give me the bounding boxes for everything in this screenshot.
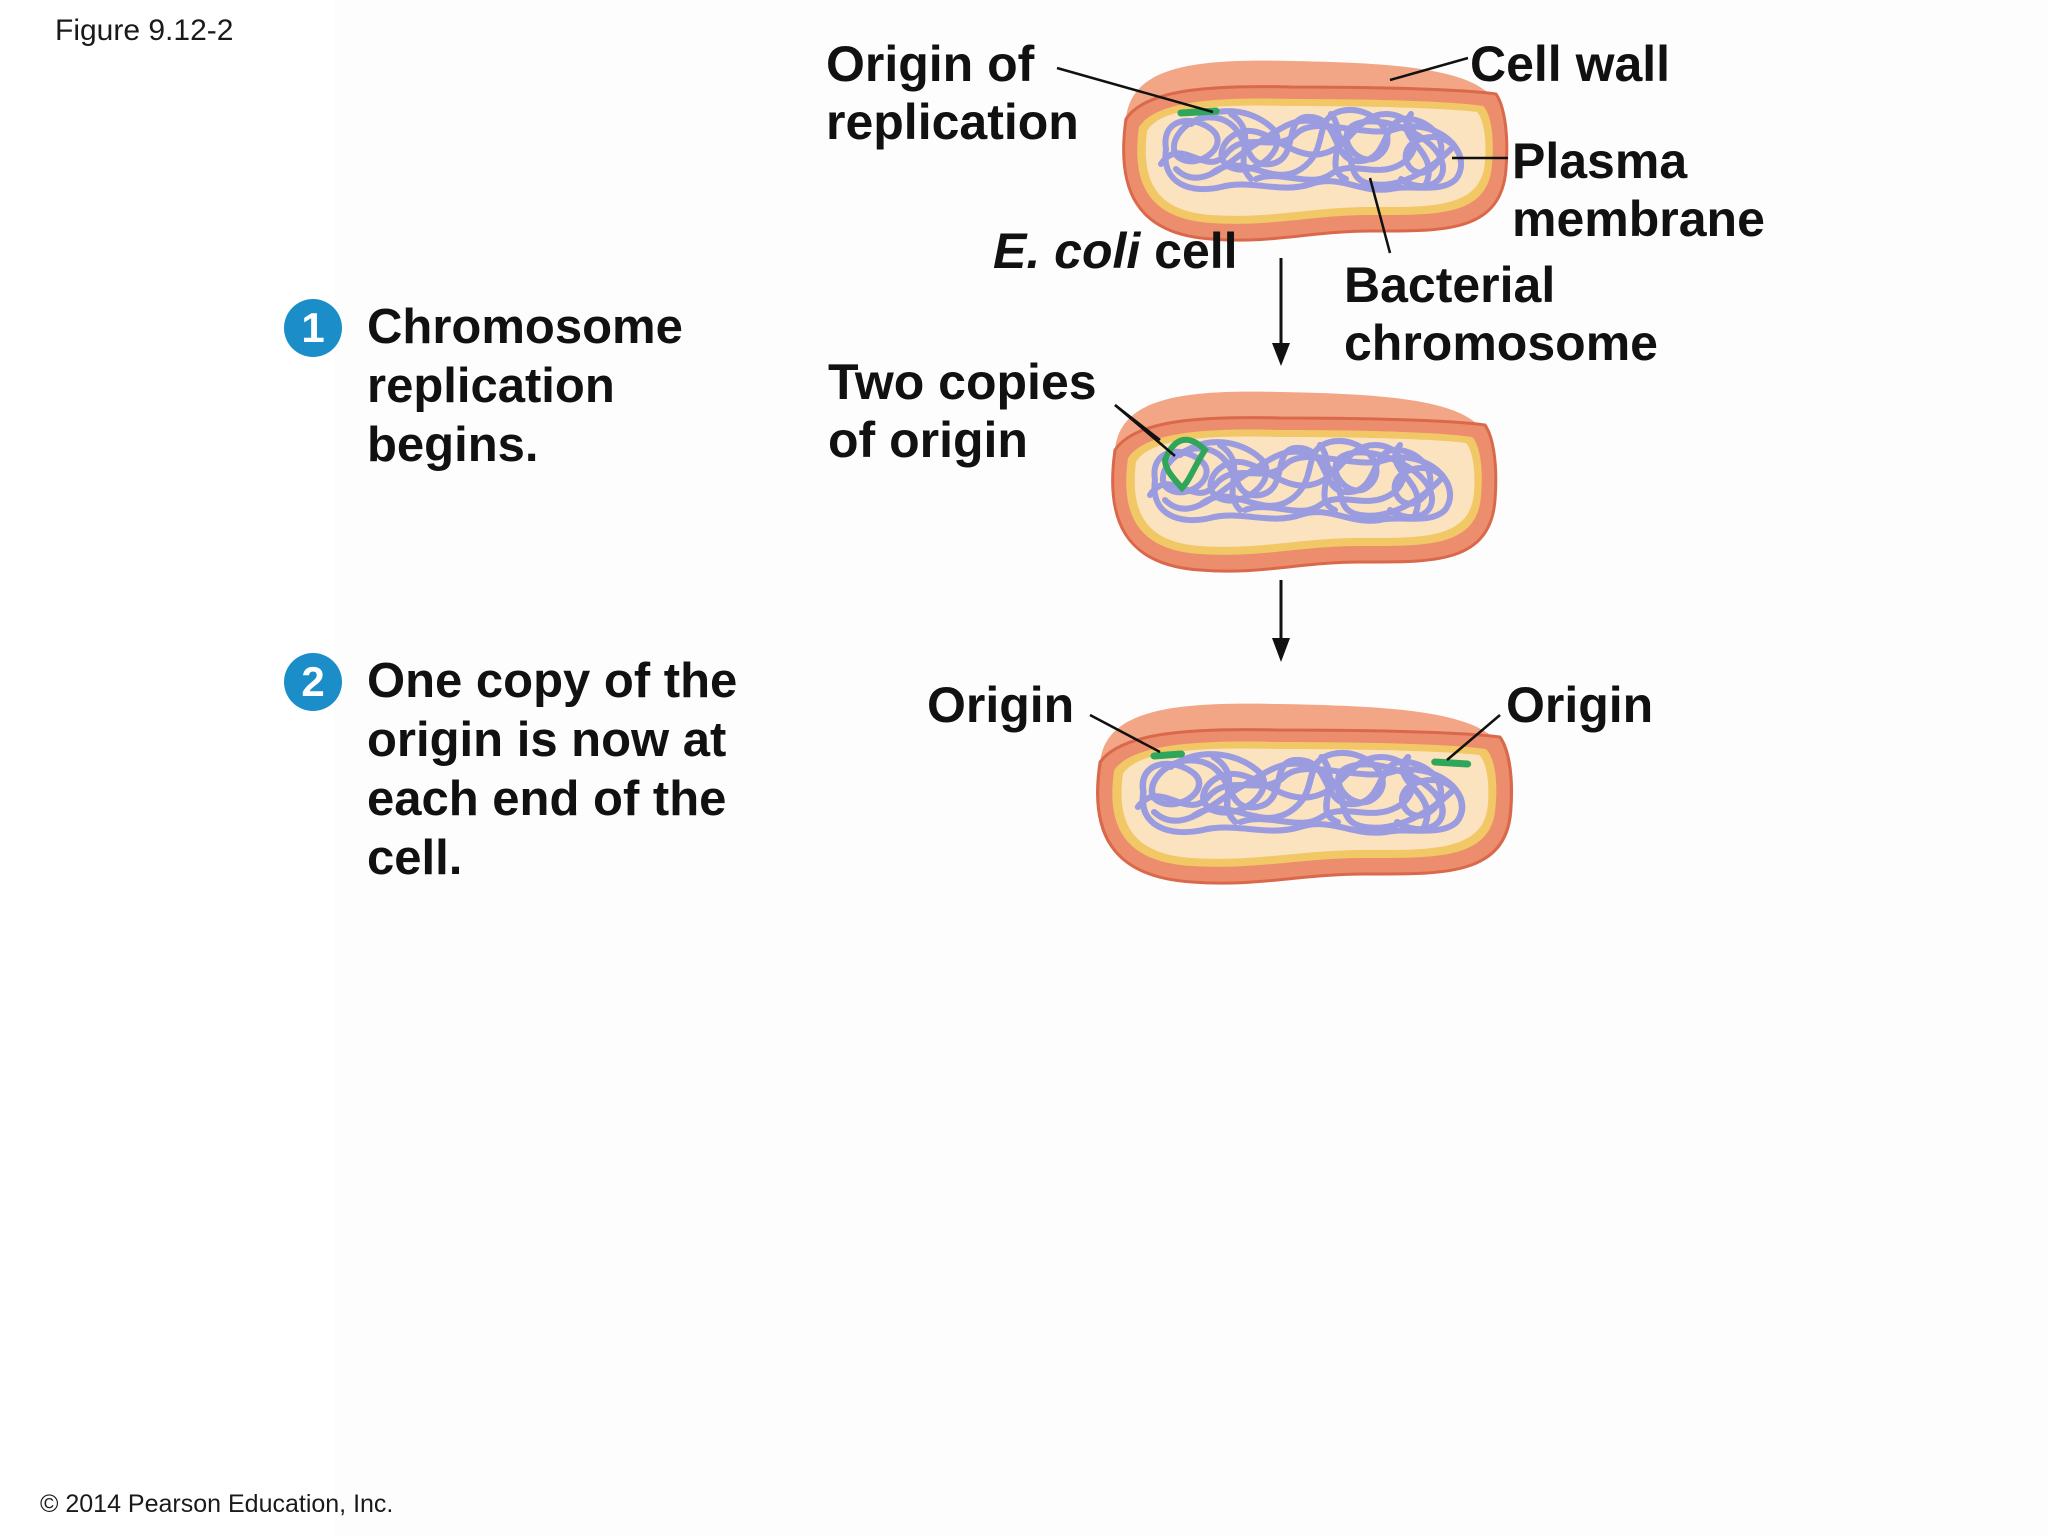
leader-two-copies-b [1114, 404, 1161, 441]
label-cell-wall: Cell wall [1470, 36, 1671, 92]
label-origin-left: Origin [927, 677, 1075, 733]
step-1-text: Chromosome replication begins. [367, 300, 683, 472]
origin-copies [1161, 436, 1209, 493]
label-bacterial-chromosome: Bacterial chromosome [1344, 257, 1658, 371]
ecoli-cell-top [1122, 59, 1509, 242]
label-origin-of-replication: Origin of replication [826, 36, 1079, 150]
arrow-down-1 [1272, 258, 1290, 366]
step-2-badge: 2 [284, 653, 342, 711]
origin-right-segment [1431, 758, 1472, 768]
label-plasma-membrane: Plasma membrane [1512, 133, 1765, 247]
leader-cell-wall [1389, 56, 1469, 82]
step-1-badge: 1 [284, 299, 342, 357]
ecoli-cell-bottom [1095, 702, 1514, 885]
leader-origin-left [1089, 713, 1161, 754]
leader-origin-right [1446, 714, 1501, 761]
arrow-down-2 [1272, 580, 1290, 662]
label-two-copies-of-origin: Two copies of origin [828, 354, 1097, 468]
leader-bacterial-chromosome [1368, 177, 1392, 254]
label-origin-right: Origin [1506, 677, 1654, 733]
figure-label: Figure 9.12-2 [55, 14, 234, 47]
origin-left-segment [1150, 750, 1185, 760]
copyright: © 2014 Pearson Education, Inc. [40, 1490, 394, 1518]
ecoli-cell-middle [1111, 390, 1498, 573]
step-2-text: One copy of the origin is now at each en… [367, 654, 738, 885]
label-ecoli-cell: E. coli cell [993, 223, 1238, 279]
leader-origin-replication [1056, 66, 1214, 114]
